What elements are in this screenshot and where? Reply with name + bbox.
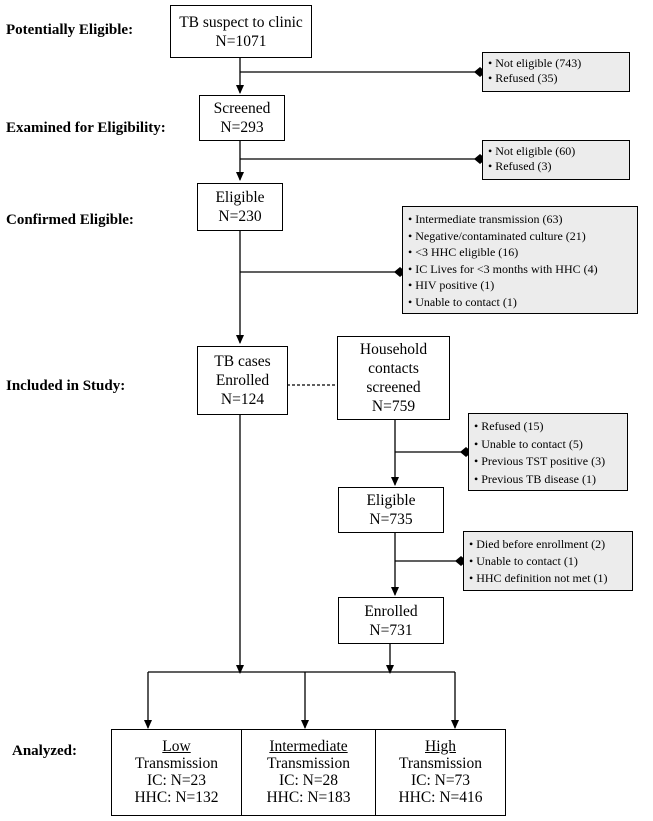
stage-confirmed: Confirmed Eligible: xyxy=(6,212,134,228)
box-count: N=759 xyxy=(371,398,416,415)
box-count: N=124 xyxy=(220,391,265,408)
group-name: Low xyxy=(162,738,191,755)
exclusion-item: Unable to contact (5) xyxy=(474,436,622,454)
exclusion-item: Previous TST positive (3) xyxy=(474,453,622,471)
exclusion-item: Refused (15) xyxy=(474,418,622,436)
box-label: screened xyxy=(366,379,421,396)
group-name: Transmission xyxy=(267,755,350,772)
exclusion-box-2: Not eligible (60) Refused (3) xyxy=(482,140,630,180)
exclusion-item: Refused (35) xyxy=(488,71,624,86)
exclusion-box-5: Died before enrollment (2) Unable to con… xyxy=(463,531,633,591)
group-intermediate-transmission: Intermediate Transmission IC: N=28 HHC: … xyxy=(241,729,376,816)
group-ic-count: IC: N=73 xyxy=(410,772,471,789)
stage-analyzed: Analyzed: xyxy=(12,743,77,759)
box-count: N=735 xyxy=(369,511,413,528)
box-count: N=1071 xyxy=(215,32,267,50)
group-hhc-count: HHC: N=416 xyxy=(398,789,483,806)
group-high-transmission: High Transmission IC: N=73 HHC: N=416 xyxy=(375,729,506,816)
exclusion-item: Unable to contact (1) xyxy=(408,294,632,311)
box-count: N=731 xyxy=(369,621,413,639)
exclusion-item: Unable to contact (1) xyxy=(469,553,627,570)
exclusion-box-3: Intermediate transmission (63) Negative/… xyxy=(402,206,638,314)
exclusion-item: Previous TB disease (1) xyxy=(474,471,622,489)
box-screened: Screened N=293 xyxy=(199,95,285,141)
box-household-contacts: Household contacts screened N=759 xyxy=(337,336,450,420)
group-hhc-count: HHC: N=183 xyxy=(266,789,351,806)
group-name: Transmission xyxy=(135,755,218,772)
box-label: Eligible xyxy=(366,492,416,509)
exclusion-item: HIV positive (1) xyxy=(408,277,632,294)
box-eligible: Eligible N=230 xyxy=(197,183,283,231)
stage-potentially-eligible: Potentially Eligible: xyxy=(6,22,134,38)
box-tb-suspect: TB suspect to clinic N=1071 xyxy=(170,5,312,58)
box-hhc-eligible: Eligible N=735 xyxy=(338,487,444,533)
exclusion-box-4: Refused (15) Unable to contact (5) Previ… xyxy=(468,413,628,491)
box-label: TB suspect to clinic xyxy=(179,13,303,31)
exclusion-item: Not eligible (743) xyxy=(488,56,624,71)
exclusion-item: Intermediate transmission (63) xyxy=(408,211,632,228)
box-count: N=230 xyxy=(218,208,262,225)
group-name: High xyxy=(425,738,456,755)
exclusion-box-1: Not eligible (743) Refused (35) xyxy=(482,52,630,92)
box-label: Screened xyxy=(213,100,271,117)
exclusion-item: Negative/contaminated culture (21) xyxy=(408,228,632,245)
group-name: Transmission xyxy=(399,755,482,772)
box-label: Household xyxy=(359,341,428,358)
box-tb-cases-enrolled: TB cases Enrolled N=124 xyxy=(197,346,288,415)
box-label: Enrolled xyxy=(364,602,418,620)
exclusion-item: HHC definition not met (1) xyxy=(469,570,627,587)
stage-examined: Examined for Eligibility: xyxy=(6,120,166,136)
stage-included: Included in Study: xyxy=(6,378,126,394)
box-label: TB cases xyxy=(214,353,271,370)
exclusion-item: <3 HHC eligible (16) xyxy=(408,244,632,261)
box-hhc-enrolled: Enrolled N=731 xyxy=(338,597,444,644)
exclusion-item: IC Lives for <3 months with HHC (4) xyxy=(408,261,632,278)
box-label: contacts xyxy=(368,360,419,377)
box-label: Enrolled xyxy=(215,372,270,389)
group-ic-count: IC: N=23 xyxy=(146,772,207,789)
exclusion-item: Refused (3) xyxy=(488,159,624,174)
box-count: N=293 xyxy=(220,119,264,136)
exclusion-item: Not eligible (60) xyxy=(488,144,624,159)
group-ic-count: IC: N=28 xyxy=(278,772,339,789)
group-low-transmission: Low Transmission IC: N=23 HHC: N=132 xyxy=(111,729,242,816)
exclusion-item: Died before enrollment (2) xyxy=(469,536,627,553)
box-label: Eligible xyxy=(215,189,265,206)
group-hhc-count: HHC: N=132 xyxy=(134,789,219,806)
group-name: Intermediate xyxy=(269,738,348,755)
